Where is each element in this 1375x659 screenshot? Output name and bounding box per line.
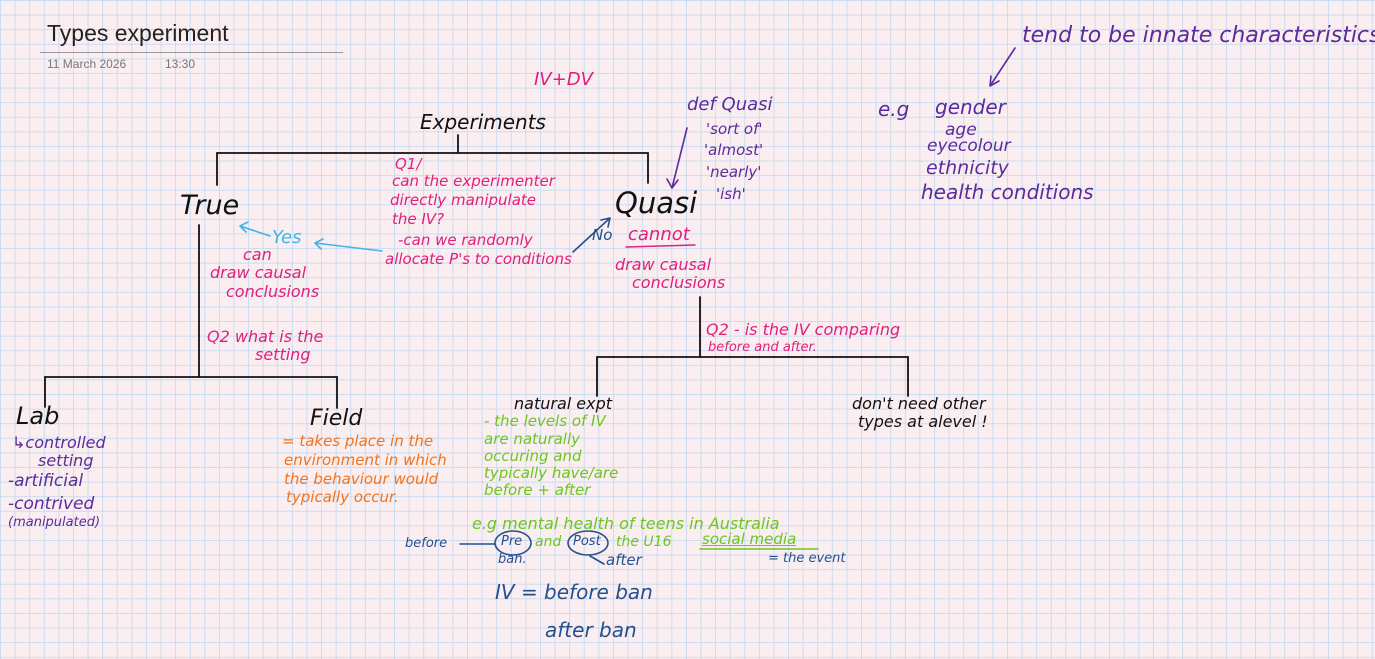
allocate-arrow xyxy=(314,238,383,252)
innate-age: age xyxy=(945,120,977,140)
page-date: 11 March 2026 xyxy=(47,57,127,71)
after-note: after xyxy=(606,551,642,569)
cannot-line-2: conclusions xyxy=(632,273,726,292)
no-arrow xyxy=(572,217,611,253)
page-title: Types experiment xyxy=(47,20,229,46)
lab-note-4: -contrived xyxy=(8,494,95,514)
natural-note-2: are naturally xyxy=(484,430,581,448)
page-time: 13:30 xyxy=(165,57,196,71)
pre-label: Pre xyxy=(501,534,523,549)
q2-iv-line-1: Q2 - is the IV comparing xyxy=(706,320,901,339)
lab-note-5: (manipulated) xyxy=(8,515,101,530)
cannot-label: cannot xyxy=(628,224,690,245)
no-label: No xyxy=(592,226,613,244)
and-label: and xyxy=(535,534,562,550)
dont-need-line-1: don't need other xyxy=(852,394,986,413)
after-pointer xyxy=(589,555,605,565)
def-quasi-line-1: def Quasi xyxy=(687,94,773,115)
can-line-2: draw causal xyxy=(210,263,307,282)
field-note-1: = takes place in the xyxy=(282,432,434,450)
q2-setting-line-1: Q2 what is the xyxy=(207,327,324,346)
q2-setting-line-2: setting xyxy=(255,345,311,364)
cannot-underline xyxy=(625,244,696,248)
iv-dv-note: IV+DV xyxy=(534,69,593,90)
iv-equals-line: IV = before ban xyxy=(495,580,653,604)
innate-gender: gender xyxy=(935,95,1006,119)
lab-note-1: ↳controlled xyxy=(12,433,106,452)
innate-note: tend to be innate characteristics xyxy=(1022,23,1375,48)
u16-label: the U16 xyxy=(616,534,672,550)
quasi-label: Quasi xyxy=(615,186,698,220)
true-label: True xyxy=(180,190,240,221)
natural-note-4: typically have/are xyxy=(484,464,619,482)
def-quasi-line-2: 'sort of' xyxy=(706,120,763,138)
q1-line-1: Q1/ xyxy=(395,155,422,173)
natural-label: natural expt xyxy=(514,394,613,413)
innate-health: health conditions xyxy=(921,180,1094,204)
field-label: Field xyxy=(310,406,363,431)
q1-line-6: allocate P's to conditions xyxy=(385,250,572,268)
after-ban-line: after ban xyxy=(545,618,637,642)
lab-label: Lab xyxy=(16,402,60,430)
experiments-heading: Experiments xyxy=(420,110,546,134)
post-label: Post xyxy=(573,534,601,549)
pre-circle xyxy=(494,530,532,556)
innate-arrow xyxy=(989,47,1016,87)
q1-line-5: -can we randomly xyxy=(398,231,533,249)
field-note-4: typically occur. xyxy=(286,488,399,506)
the-event-note: = the event xyxy=(768,551,846,566)
example-line: e.g mental health of teens in Australia xyxy=(472,514,780,533)
ban-label: ban. xyxy=(498,552,527,567)
field-note-2: environment in which xyxy=(284,451,447,469)
natural-note-3: occuring and xyxy=(484,447,582,465)
post-circle xyxy=(567,530,609,556)
natural-note-1: - the levels of IV xyxy=(484,412,606,430)
def-quasi-arrow xyxy=(666,127,688,189)
yes-label: Yes xyxy=(272,227,302,248)
cannot-line-1: draw causal xyxy=(615,255,712,274)
def-quasi-line-4: 'nearly' xyxy=(706,163,762,181)
def-quasi-line-3: 'almost' xyxy=(704,141,764,159)
eg-label: e.g xyxy=(878,97,910,121)
yes-arrow xyxy=(239,221,271,237)
lab-note-3: -artificial xyxy=(8,471,84,491)
field-note-3: the behaviour would xyxy=(284,470,439,488)
def-quasi-line-5: 'ish' xyxy=(716,185,746,203)
dont-need-line-2: types at alevel ! xyxy=(858,412,988,431)
natural-note-5: before + after xyxy=(484,481,591,499)
can-line-3: conclusions xyxy=(226,282,320,301)
q2-iv-line-2: before and after. xyxy=(708,340,817,355)
q1-line-3: directly manipulate xyxy=(390,191,537,209)
before-note: before xyxy=(405,536,448,551)
innate-eyecolour: eyecolour xyxy=(927,136,1011,156)
q1-line-4: the IV? xyxy=(392,210,445,228)
lab-note-2: setting xyxy=(38,451,94,470)
q1-line-2: can the experimenter xyxy=(392,172,555,190)
social-media-label: social media xyxy=(702,530,797,548)
can-line-1: can xyxy=(243,245,272,264)
innate-ethnicity: ethnicity xyxy=(926,157,1009,179)
title-divider xyxy=(40,52,343,53)
